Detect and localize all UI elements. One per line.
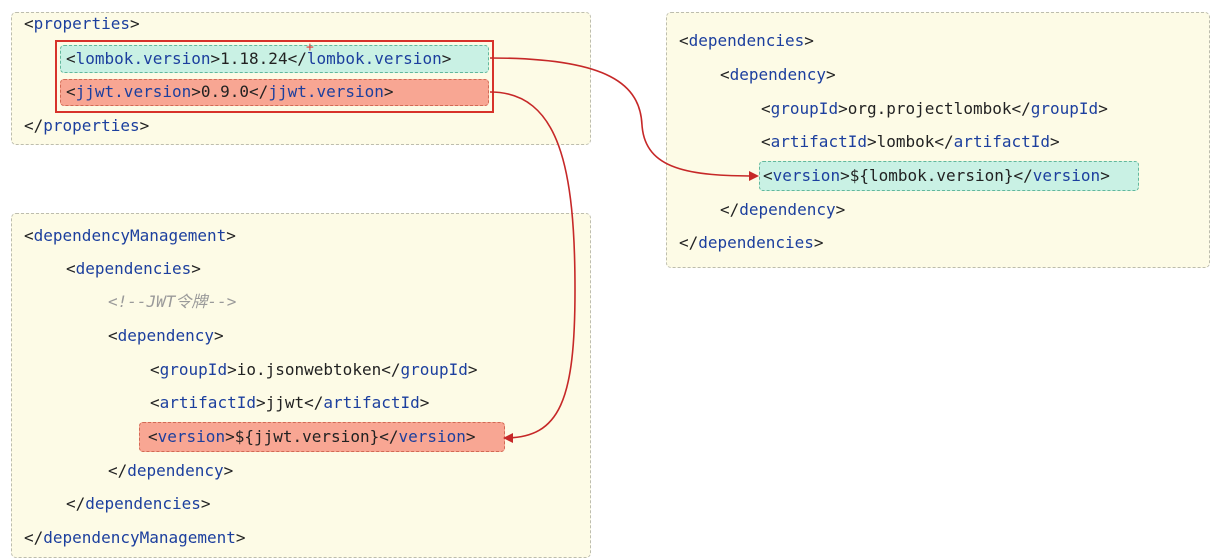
properties-open-tag: properties [33,14,130,33]
dependency-open-tag: dependency [729,65,826,84]
properties-open-line: <properties> [24,14,140,33]
lombok-version-ref-highlight [759,161,1139,191]
properties-close-tag: properties [43,116,140,135]
artifact-id-line: <artifactId>lombok</artifactId> [761,132,1060,151]
mgmt-dependency-close-tag: dependency [127,461,224,480]
mgmt-dependencies-close-tag: dependencies [85,494,201,513]
version-value: ${lombok.version} [849,166,1014,185]
lombok-version-line: <lombok.version>1.18.24</lombok.version> [66,49,452,68]
jjwt-version-ref-line: <version>${jjwt.version}</version> [148,427,476,446]
lombok-version-close-tag: lombok.version [306,49,442,68]
lombok-version-value: 1.18.24 [220,49,288,68]
dependency-close-tag: dependency [739,200,836,219]
mgmt-version-close-tag: version [398,427,466,446]
management-open-line: <dependencyManagement> [24,226,236,245]
mgmt-group-id-value: io.jsonwebtoken [236,360,382,379]
group-id-open-tag: groupId [770,99,839,118]
management-close-tag: dependencyManagement [43,528,236,547]
version-open-tag: version [772,166,841,185]
mgmt-artifact-id-close-tag: artifactId [323,393,420,412]
dependencies-close-tag: dependencies [698,233,814,252]
mgmt-artifact-id-value: jjwt [265,393,305,412]
dependencies-close-line: </dependencies> [679,233,824,252]
properties-panel [11,12,591,145]
group-id-line: <groupId>org.projectlombok</groupId> [761,99,1108,118]
mgmt-artifact-id-open-tag: artifactId [159,393,256,412]
artifact-id-open-tag: artifactId [770,132,867,151]
dependencies-open-tag: dependencies [688,31,805,50]
mgmt-group-id-close-tag: groupId [400,360,468,379]
mgmt-version-value: ${jjwt.version} [234,427,380,446]
artifact-id-value: lombok [876,132,935,151]
jjwt-version-ref-highlight [139,422,505,452]
group-id-value: org.projectlombok [847,99,1012,118]
cursor-crosshair-icon: + [306,40,314,55]
properties-selection-outline [55,40,494,113]
mgmt-version-open-tag: version [157,427,226,446]
jjwt-version-value: 0.9.0 [200,82,250,101]
lombok-reference-arrow [489,57,759,181]
lombok-version-open-tag: lombok.version [75,49,211,68]
management-open-tag: dependencyManagement [33,226,227,245]
dependency-open-line: <dependency> [720,65,836,84]
lombok-version-ref-line: <version>${lombok.version}</version> [763,166,1110,185]
jjwt-version-line: <jjwt.version>0.9.0</jjwt.version> [66,82,394,101]
jjwt-version-open-tag: jjwt.version [75,82,192,101]
management-close-line: </dependencyManagement> [24,528,246,547]
artifact-id-close-tag: artifactId [953,132,1050,151]
dependency-close-line: </dependency> [720,200,846,219]
mgmt-dependencies-close-line: </dependencies> [66,494,211,513]
lombok-version-highlight [60,45,489,73]
jjwt-version-close-tag: jjwt.version [268,82,384,101]
jjwt-reference-arrow [489,91,576,443]
mgmt-dependency-close-line: </dependency> [108,461,234,480]
mgmt-artifact-id-line: <artifactId>jjwt</artifactId> [150,393,430,412]
version-close-tag: version [1032,166,1101,185]
mgmt-dependency-open-line: <dependency> [108,326,224,345]
mgmt-dependency-open-tag: dependency [117,326,214,345]
properties-close-line: </properties> [24,116,150,135]
mgmt-dependencies-open-line: <dependencies> [66,259,201,278]
jjwt-version-highlight [60,79,489,106]
mgmt-dependencies-open-tag: dependencies [75,259,192,278]
group-id-close-tag: groupId [1030,99,1099,118]
dependencies-open-line: <dependencies> [679,31,814,50]
mgmt-group-id-line: <groupId>io.jsonwebtoken</groupId> [150,360,478,379]
dependencies-panel [666,12,1210,268]
jwt-comment: <!--JWT令牌--> [108,292,237,311]
mgmt-group-id-open-tag: groupId [159,360,228,379]
